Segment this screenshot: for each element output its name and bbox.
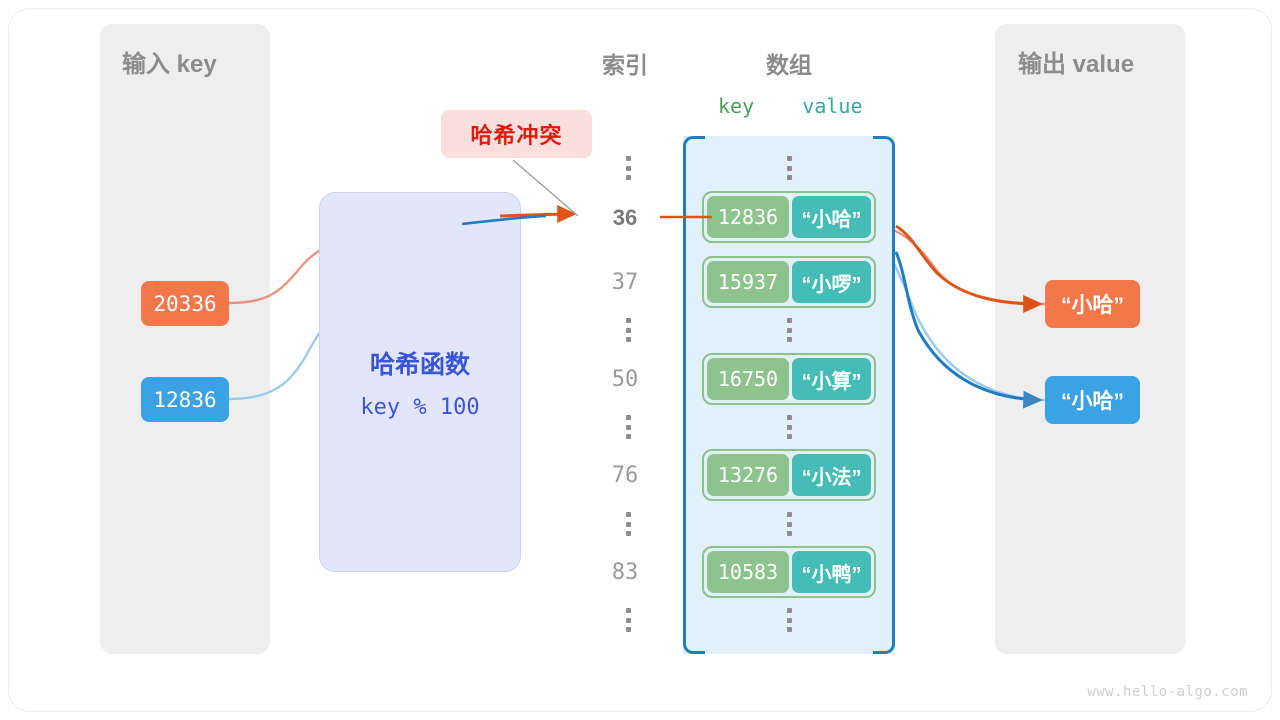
entry-key-83: 10583 xyxy=(707,551,789,593)
index-50: 50 xyxy=(611,367,639,392)
index-ellipsis-4 xyxy=(619,608,637,632)
array-ellipsis-2 xyxy=(780,415,798,439)
output-panel xyxy=(995,24,1185,654)
entry-value-76: “小法” xyxy=(792,454,871,496)
array-entry-50[interactable]: 16750 “小算” xyxy=(702,353,876,405)
array-ellipsis-4 xyxy=(780,608,798,632)
array-entry-83[interactable]: 10583 “小鸭” xyxy=(702,546,876,598)
entry-value-36: “小哈” xyxy=(792,196,871,238)
index-83: 83 xyxy=(611,560,639,585)
input-panel-title: 输入 key xyxy=(122,51,217,78)
entry-value-83: “小鸭” xyxy=(792,551,871,593)
entry-key-76: 13276 xyxy=(707,454,789,496)
hash-collision-label: 哈希冲突 xyxy=(470,123,563,148)
output-value-orange[interactable]: “小哈” xyxy=(1045,280,1140,328)
input-panel xyxy=(100,24,270,654)
array-entry-76[interactable]: 13276 “小法” xyxy=(702,449,876,501)
index-ellipsis-3 xyxy=(619,512,637,536)
hash-collision-badge: 哈希冲突 xyxy=(441,110,592,158)
index-36: 36 xyxy=(612,205,638,230)
hash-function-box: 哈希函数 key % 100 xyxy=(319,192,521,572)
output-value-blue[interactable]: “小哈” xyxy=(1045,376,1140,424)
array-ellipsis-0 xyxy=(780,156,798,180)
watermark: www.hello-algo.com xyxy=(1087,684,1248,700)
array-ellipsis-3 xyxy=(780,512,798,536)
hash-function-expression: key % 100 xyxy=(360,395,480,420)
input-key-12836[interactable]: 12836 xyxy=(141,377,229,422)
index-76: 76 xyxy=(611,463,639,488)
index-37: 37 xyxy=(611,270,639,295)
array-column-heading: 数组 xyxy=(766,52,812,78)
array-entry-37[interactable]: 15937 “小啰” xyxy=(702,256,876,308)
array-kv-heading: key value xyxy=(718,94,863,118)
entry-key-37: 15937 xyxy=(707,261,789,303)
key-heading: key xyxy=(718,94,755,118)
index-ellipsis-0 xyxy=(619,156,637,180)
index-ellipsis-2 xyxy=(619,415,637,439)
entry-key-50: 16750 xyxy=(707,358,789,400)
entry-key-36: 12836 xyxy=(707,196,789,238)
input-key-20336[interactable]: 20336 xyxy=(141,281,229,326)
entry-value-37: “小啰” xyxy=(792,261,871,303)
array-left-bracket xyxy=(683,136,705,654)
hash-function-title: 哈希函数 xyxy=(369,351,470,379)
array-entry-36[interactable]: 12836 “小哈” xyxy=(702,191,876,243)
array-ellipsis-1 xyxy=(780,318,798,342)
value-heading: value xyxy=(802,94,863,118)
entry-value-50: “小算” xyxy=(792,358,871,400)
index-column-heading: 索引 xyxy=(602,52,648,78)
array-right-bracket xyxy=(873,136,895,654)
index-ellipsis-1 xyxy=(619,318,637,342)
output-panel-title: 输出 value xyxy=(1018,51,1135,78)
